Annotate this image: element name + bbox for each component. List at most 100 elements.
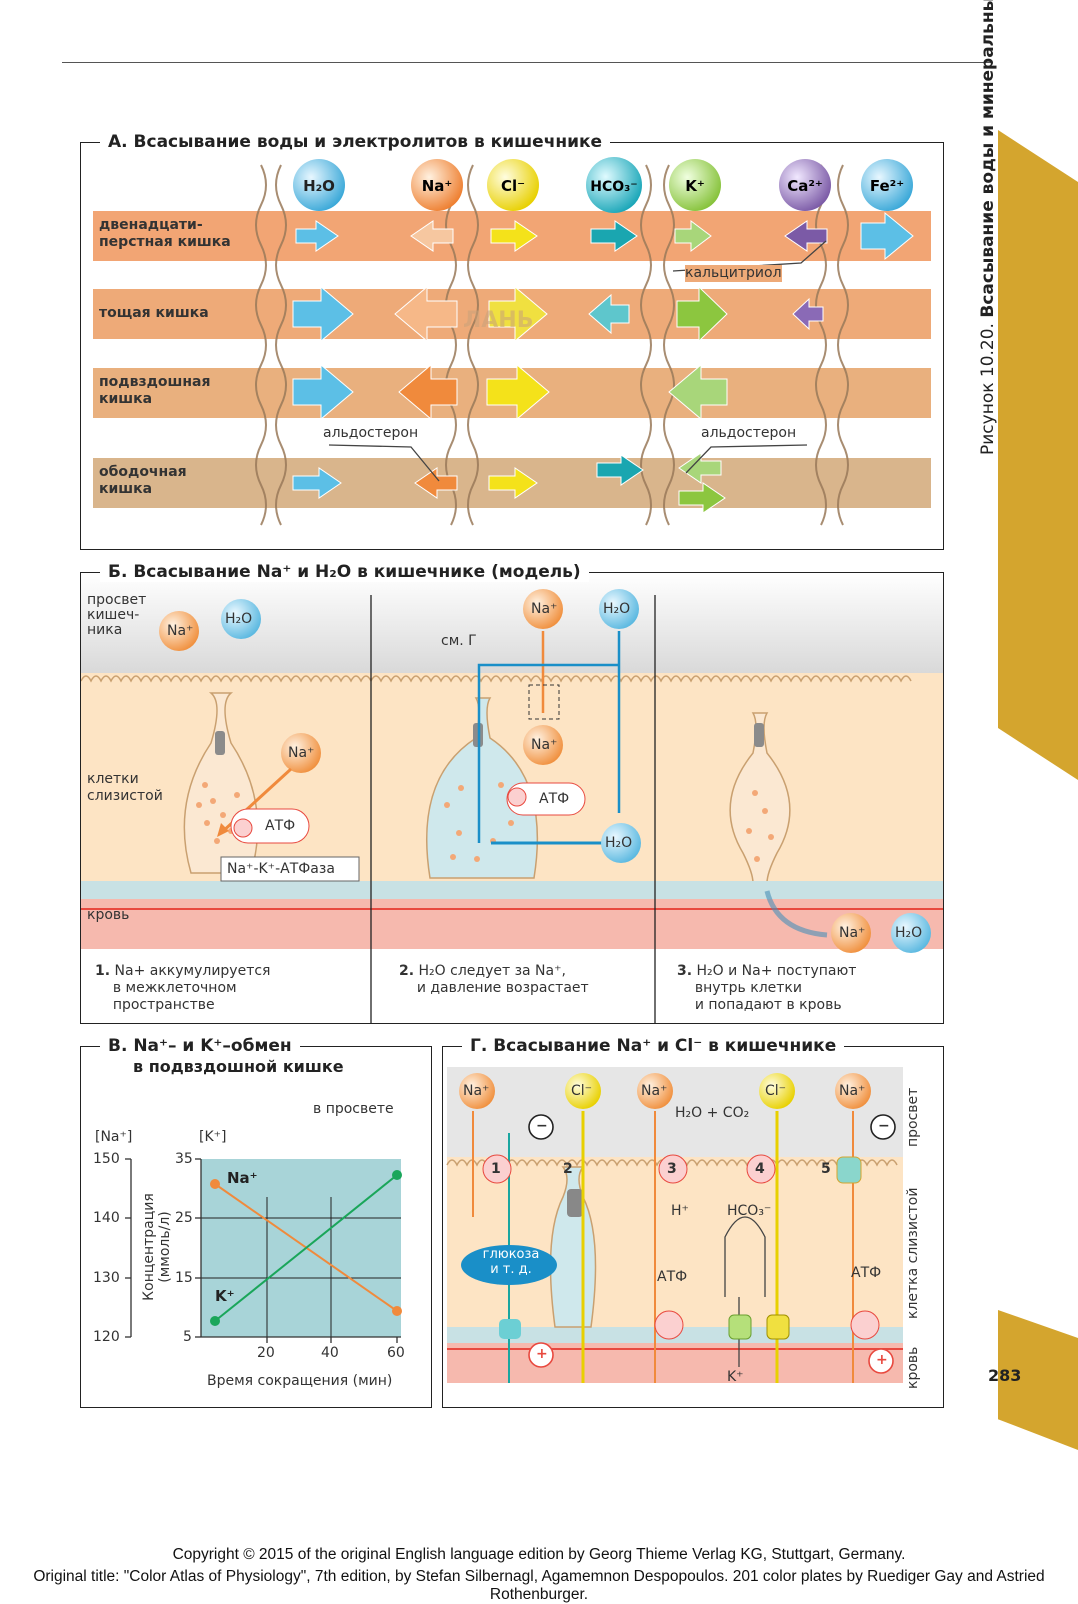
- b-na-3: Na⁺: [531, 601, 558, 617]
- exchange-chart: Концентрация(ммоль/л): [125, 1158, 402, 1343]
- b-na-5: Na⁺: [839, 925, 866, 941]
- g-minus-2: −: [878, 1118, 890, 1134]
- g-na-1: Na⁺: [463, 1083, 490, 1099]
- basement: [81, 881, 943, 899]
- cells-label-2: слизистой: [87, 788, 163, 804]
- atpase-label: Na⁺-K⁺-АТФаза: [227, 861, 335, 877]
- b-atp-1: АТФ: [265, 818, 296, 834]
- k-axis-label: [K⁺]: [199, 1129, 227, 1145]
- panel-v-subtitle: в подвздошной кишке: [133, 1057, 344, 1076]
- atpase-label-bg: [220, 856, 360, 882]
- footer-line-1: Copyright © 2015 of the original English…: [172, 1546, 906, 1563]
- arrows-colon: [292, 452, 726, 514]
- g-glucose-2: и т. д.: [490, 1262, 532, 1277]
- top-rule: [62, 62, 992, 63]
- panel-g-title: Г. Всасывание Na⁺ и Cl⁻ в кишечнике: [462, 1036, 845, 1056]
- ion-fe: Fe²⁺: [861, 159, 913, 211]
- figure-number: Рисунок 10.20.: [978, 323, 998, 455]
- b-atp-2: АТФ: [539, 791, 570, 807]
- microvilli: [81, 675, 912, 683]
- chapter-tab: [998, 130, 1078, 780]
- k-tick-5: 5: [183, 1329, 192, 1345]
- row-label-duodenum: двенадцати-перстная кишка: [99, 217, 231, 251]
- g-minus-1: −: [536, 1118, 548, 1134]
- panel-a-graphic: H₂O Na⁺ Cl⁻ HCO₃⁻ K⁺ Ca²⁺ Fe²⁺: [93, 157, 931, 526]
- y-axis-title-1: Концентрация: [141, 1193, 157, 1301]
- lumen-label-1: просвет: [87, 592, 147, 608]
- na-tick-120: 120: [93, 1329, 120, 1345]
- na-tick-140: 140: [93, 1210, 120, 1226]
- b-h2o-3: H₂O: [605, 835, 633, 851]
- h2o-path-2: [477, 631, 621, 843]
- ion-na-label: Na⁺: [422, 177, 453, 195]
- lumen-label-2: кишеч-: [87, 607, 140, 623]
- ion-na: Na⁺: [411, 159, 463, 211]
- b-na-1: Na⁺: [167, 623, 194, 639]
- ion-k-label: K⁺: [685, 177, 705, 195]
- arrows-jejunum: [292, 285, 824, 343]
- y-axis-title: Концентрация(ммоль/л): [141, 1193, 173, 1301]
- g-reaction: H₂O + CO₂: [675, 1105, 750, 1121]
- k-series-tag: K⁺: [215, 1287, 235, 1305]
- na-point-start: [210, 1179, 220, 1189]
- k-tick-35: 35: [175, 1151, 193, 1167]
- g-atp-1: АТФ: [657, 1269, 688, 1285]
- see-g-box: [528, 684, 560, 720]
- g-k: K⁺: [727, 1369, 744, 1385]
- na-tick-130: 130: [93, 1270, 120, 1286]
- step-1-l1: Na+ аккумулируется: [114, 963, 271, 979]
- g-plus-1: +: [536, 1346, 548, 1362]
- row-label-jejunum-1: тощая кишка: [99, 305, 209, 321]
- step-3-num: 3.: [677, 963, 693, 979]
- k-point-end: [392, 1170, 402, 1180]
- step-3-l3: и попадают в кровь: [694, 997, 842, 1013]
- na-tick-150: 150: [93, 1151, 120, 1167]
- page-number: 283: [988, 1366, 1022, 1385]
- step-2-l1: H₂O следует за Na⁺,: [418, 963, 566, 979]
- y-axis-title-2: (ммоль/л): [157, 1211, 173, 1282]
- row-label-ileum-1: подвздошная: [99, 374, 211, 390]
- arrows-ileum: [292, 363, 728, 421]
- panel-g: Na⁺ Cl⁻ Na⁺ Cl⁻ Na⁺ H₂O + CO₂ − − 1 2 3 …: [442, 1046, 944, 1408]
- step-1-num: 1.: [95, 963, 111, 979]
- see-g-label: см. Г: [441, 633, 477, 649]
- g-atp-2: АТФ: [851, 1265, 882, 1281]
- x-tick-20: 20: [257, 1345, 275, 1361]
- row-label-colon-2: кишка: [99, 481, 153, 497]
- ion-k: K⁺: [669, 159, 721, 211]
- atp-bubble-1: [230, 808, 310, 844]
- footer-line-2: Original title: "Color Atlas of Physiolo…: [33, 1568, 1045, 1603]
- interstitial-3: [729, 712, 791, 884]
- step-2-l2: и давление возрастает: [416, 980, 589, 996]
- k-axis: [195, 1158, 401, 1343]
- ion-cl: Cl⁻: [487, 159, 539, 211]
- x-tick-40: 40: [321, 1345, 339, 1361]
- x-tick-60: 60: [387, 1345, 405, 1361]
- x-axis-title: Время сокращения (мин): [207, 1373, 393, 1389]
- g-hco3: HCO₃⁻: [727, 1203, 772, 1219]
- g-cl-1: Cl⁻: [571, 1083, 593, 1099]
- chart-plot-area: [201, 1159, 401, 1337]
- na-series-label: Na⁺: [227, 1169, 258, 1187]
- blood-label: кровь: [87, 907, 130, 923]
- ion-h2o: H₂O: [293, 159, 345, 211]
- g-blood-label: кровь: [905, 1346, 921, 1389]
- step-2-num: 2.: [399, 963, 415, 979]
- g-glucose-1: глюкоза: [482, 1247, 540, 1262]
- panel-v: Концентрация(ммоль/л) в подвздошной кишк…: [80, 1046, 432, 1408]
- blood-band: [81, 899, 943, 949]
- step-1: 1. Na+ аккумулируется в межклеточном про…: [95, 963, 270, 1014]
- g-num-1: 1: [491, 1161, 501, 1177]
- cells-label-1: клетки: [87, 771, 139, 787]
- row-label-duodenum-1: двенадцати-: [99, 217, 203, 233]
- ion-fe-label: Fe²⁺: [870, 177, 904, 195]
- b-h2o-2: H₂O: [603, 601, 631, 617]
- tight-junction-3: [754, 723, 764, 747]
- aldo1-pointer: [328, 444, 440, 482]
- panel-g-graphic: [446, 1067, 903, 1383]
- aldosterone-label-1: альдостерон: [323, 425, 419, 442]
